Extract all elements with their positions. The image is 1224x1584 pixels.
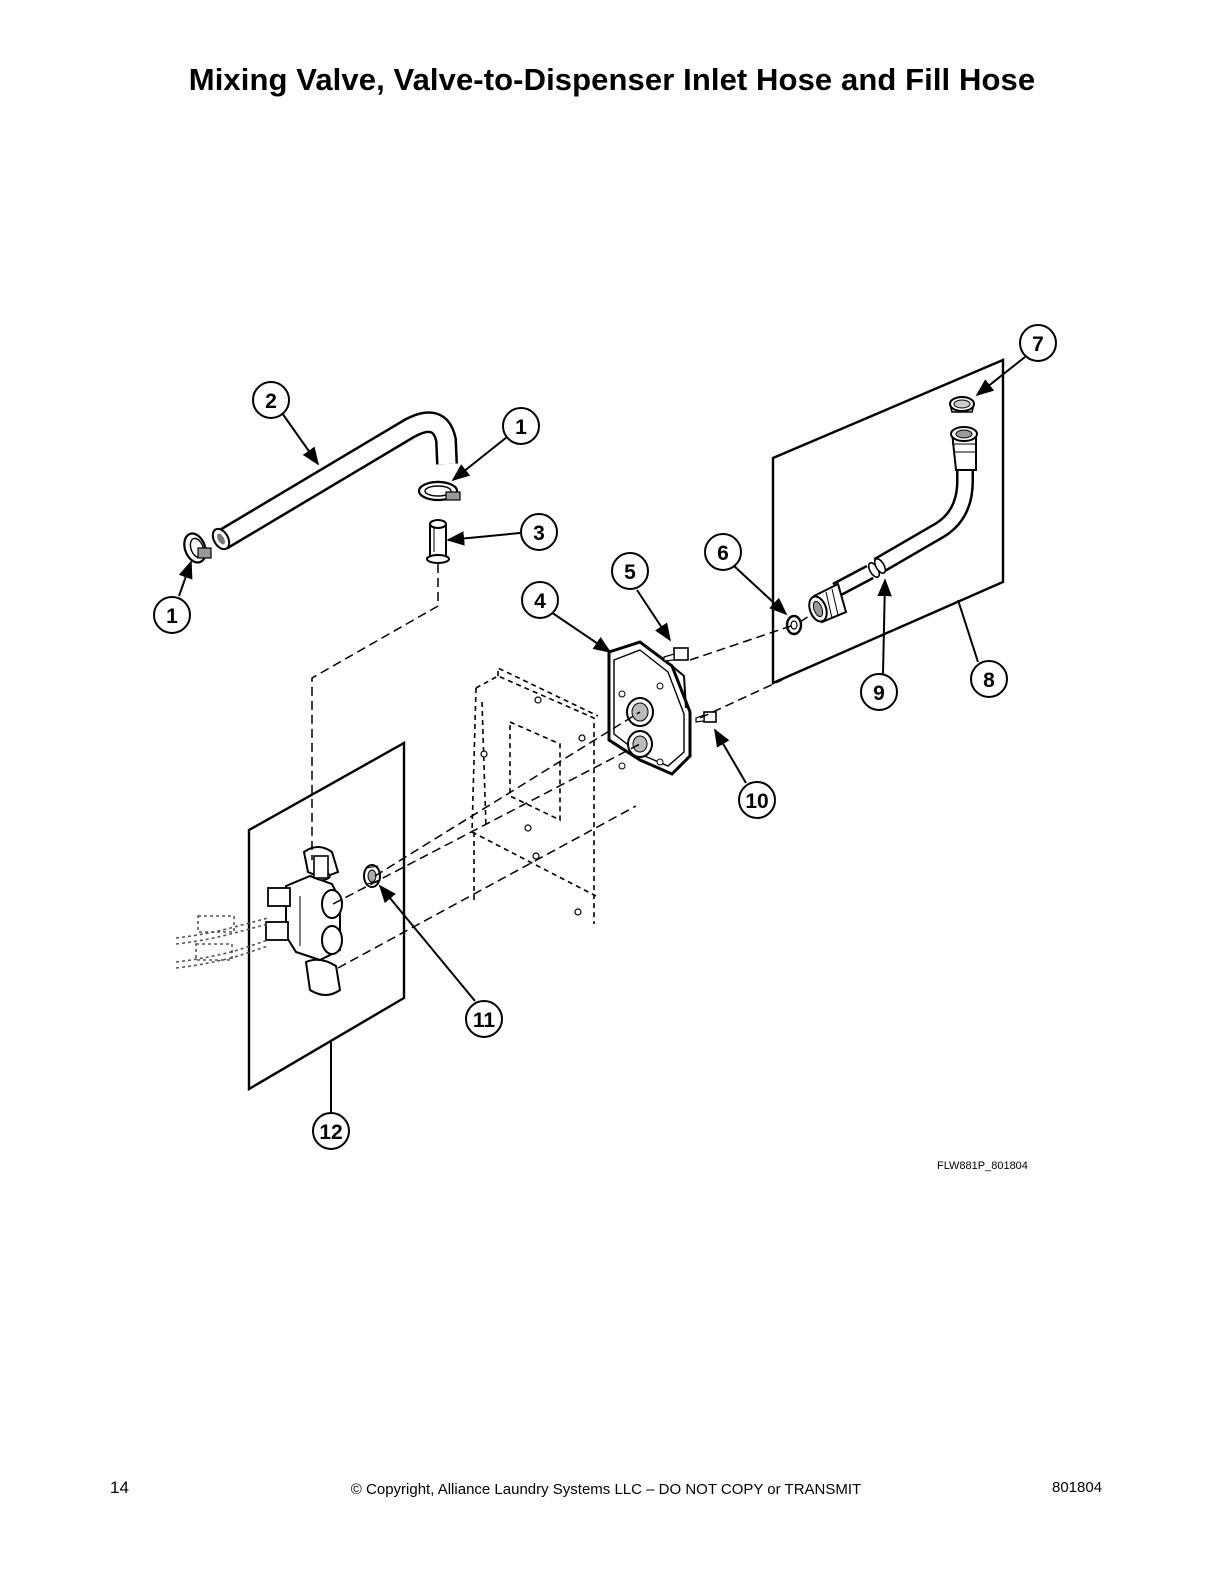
hose-coupling-nut (808, 582, 848, 624)
leader-lines (178, 356, 1026, 1112)
svg-text:1: 1 (166, 605, 178, 628)
callout-1-lower: 1 (153, 596, 191, 634)
screw-part-10 (695, 711, 717, 723)
screen-washer-part-7 (949, 396, 975, 413)
callout-2: 2 (252, 381, 290, 419)
inlet-hose-part-2 (211, 411, 458, 551)
svg-text:4: 4 (534, 590, 546, 613)
fill-hose-part-9 (832, 458, 975, 598)
svg-text:7: 7 (1032, 333, 1044, 356)
page-title: Mixing Valve, Valve-to-Dispenser Inlet H… (188, 62, 1036, 97)
svg-text:12: 12 (319, 1121, 342, 1144)
callout-5: 5 (611, 552, 649, 590)
svg-text:11: 11 (473, 1009, 496, 1032)
svg-text:8: 8 (983, 669, 995, 692)
svg-text:5: 5 (624, 561, 636, 584)
callout-6: 6 (704, 533, 742, 571)
callout-7: 7 (1019, 324, 1057, 362)
callout-11: 11 (465, 1000, 503, 1038)
elbow-fitting-part-3 (426, 519, 450, 564)
svg-text:2: 2 (265, 390, 277, 413)
svg-text:3: 3 (533, 522, 545, 545)
hose-clamp-upper-part-1 (417, 480, 461, 502)
bracket-holes (480, 696, 586, 916)
document-number: 801804 (1052, 1479, 1103, 1496)
callout-1-upper: 1 (502, 407, 540, 445)
assembly-centerlines (311, 564, 813, 969)
callout-10: 10 (738, 781, 776, 819)
hose-clamp-lower-part-1 (183, 532, 212, 564)
wire-harness-phantom (175, 915, 269, 969)
mixing-valve-body (265, 846, 343, 996)
callout-8: 8 (970, 660, 1008, 698)
callout-9: 9 (860, 673, 898, 711)
callout-3: 3 (520, 513, 558, 551)
screw-part-5 (663, 647, 689, 662)
svg-text:9: 9 (873, 682, 885, 705)
svg-text:10: 10 (745, 790, 768, 813)
copyright-notice: © Copyright, Alliance Laundry Systems LL… (350, 1481, 862, 1498)
callout-4: 4 (521, 581, 559, 619)
hose-end-fitting (950, 426, 978, 471)
svg-text:1: 1 (515, 416, 527, 439)
callout-12: 12 (312, 1112, 350, 1150)
svg-text:6: 6 (717, 542, 729, 565)
mounting-plate-part-4 (607, 640, 692, 776)
washer-part-6 (785, 614, 803, 636)
drawing-reference-id: FLW881P_801804 (937, 1160, 1028, 1172)
page-number: 14 (110, 1478, 129, 1497)
